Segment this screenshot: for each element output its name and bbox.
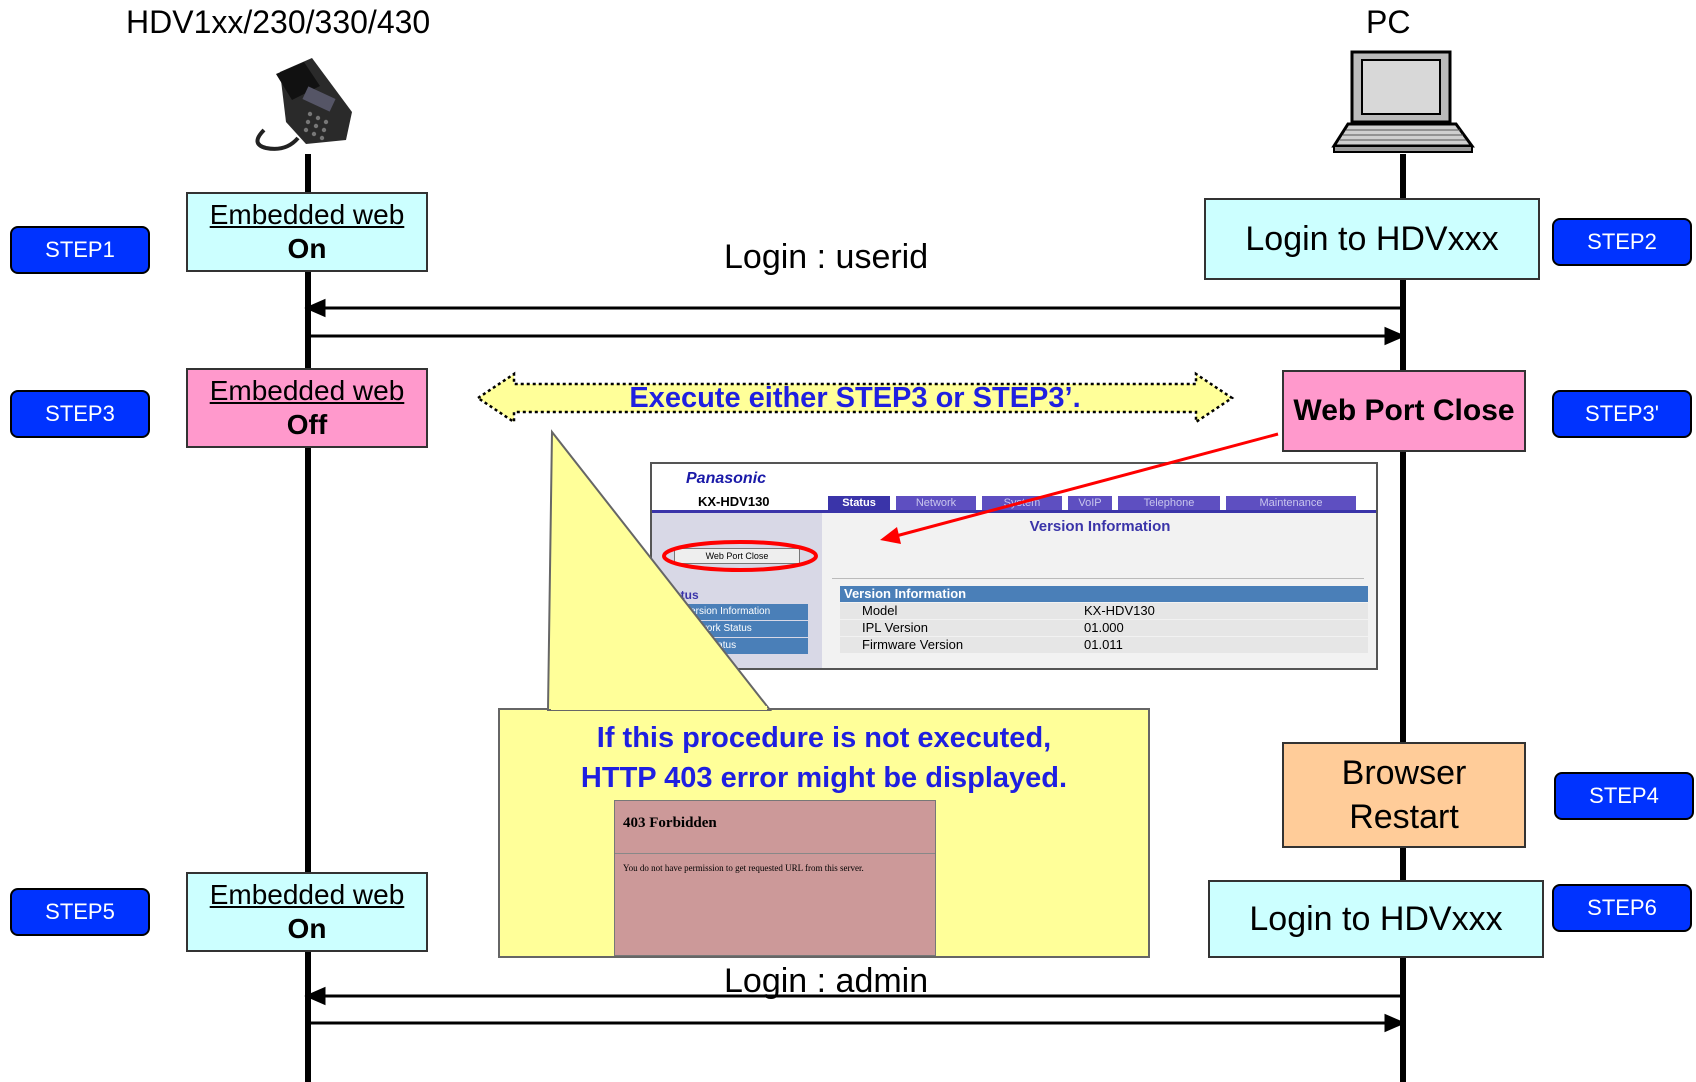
tab-network[interactable]: Network [896,496,976,510]
embedded-web-state: On [287,233,327,264]
login-admin-label: Login : admin [724,962,929,1000]
embedded-web-state: Off [286,409,328,440]
tab-bar-line [652,510,1376,513]
tab-status[interactable]: Status [828,496,890,510]
step2-badge: STEP2 [1552,218,1692,266]
browser-restart-line-1: Browser [1341,754,1467,792]
step3-badge: STEP3 [10,390,150,438]
embedded-web-on-box-1: Embedded web On [186,192,428,272]
execute-either-banner-text: Execute either STEP3 or STEP3’. [629,382,1081,414]
step4-badge: STEP4 [1554,772,1694,820]
callout-line-2: HTTP 403 error might be displayed. [580,762,1068,794]
web-ui-page-heading: Version Information [1029,518,1171,535]
web-port-close-box: Web Port Close [1282,370,1526,452]
embedded-web-label: Embedded web [209,375,405,406]
forbidden-message: You do not have permission to get reques… [623,863,864,873]
embedded-web-on-box-2: Embedded web On [186,872,428,952]
step5-badge: STEP5 [10,888,150,936]
row-value: KX-HDV130 [1084,603,1155,618]
version-table-header: Version Information [840,586,1368,602]
row-label: IPL Version [862,620,929,635]
forbidden-divider [615,853,935,854]
login-hdv-label: Login to HDVxxx [1249,900,1503,938]
web-ui-model: KX-HDV130 [698,494,770,509]
table-row: Firmware Version 01.011 [840,637,1368,653]
execute-either-banner-arrow [475,371,1235,425]
browser-restart-box: Browser Restart [1282,742,1526,848]
login-hdv-label: Login to HDVxxx [1245,220,1499,258]
pc-lifeline [1400,154,1406,1082]
pc-actor-title: PC [1366,4,1411,40]
step6-badge: STEP6 [1552,884,1692,932]
row-label: Firmware Version [862,637,964,652]
login-userid-label: Login : userid [724,238,929,276]
web-port-close-label: Web Port Close [1293,394,1515,427]
table-row: Model KX-HDV130 [840,603,1368,619]
login-hdv-box-1: Login to HDVxxx [1204,198,1540,280]
highlight-ellipse [662,540,818,572]
embedded-web-off-box: Embedded web Off [186,368,428,448]
phone-actor-title: HDV1xx/230/330/430 [126,4,431,40]
row-label: Model [862,603,898,618]
row-value: 01.011 [1084,637,1123,652]
tab-maintenance[interactable]: Maintenance [1226,496,1356,510]
embedded-web-label: Embedded web [209,879,405,910]
web-port-close-button[interactable]: Web Port Close [674,548,800,564]
callout-line-1: If this procedure is not executed, [596,722,1052,754]
login-hdv-box-2: Login to HDVxxx [1208,880,1544,958]
table-row: IPL Version 01.000 [840,620,1368,636]
tab-telephone[interactable]: Telephone [1118,496,1220,510]
laptop-icon [1331,50,1475,153]
forbidden-page-image: 403 Forbidden You do not have permission… [614,800,936,956]
step1-badge: STEP1 [10,226,150,274]
tab-voip[interactable]: VoIP [1068,496,1112,510]
embedded-web-state: On [287,913,327,944]
step3-prime-badge: STEP3' [1552,390,1692,438]
embedded-web-label: Embedded web [209,199,405,230]
desk-phone-icon [255,58,352,151]
phone-lifeline [305,154,311,1082]
panasonic-logo: Panasonic [686,470,767,487]
heading-divider [832,578,1364,579]
forbidden-title: 403 Forbidden [623,815,717,831]
browser-restart-line-2: Restart [1349,798,1459,836]
row-value: 01.000 [1084,620,1124,635]
